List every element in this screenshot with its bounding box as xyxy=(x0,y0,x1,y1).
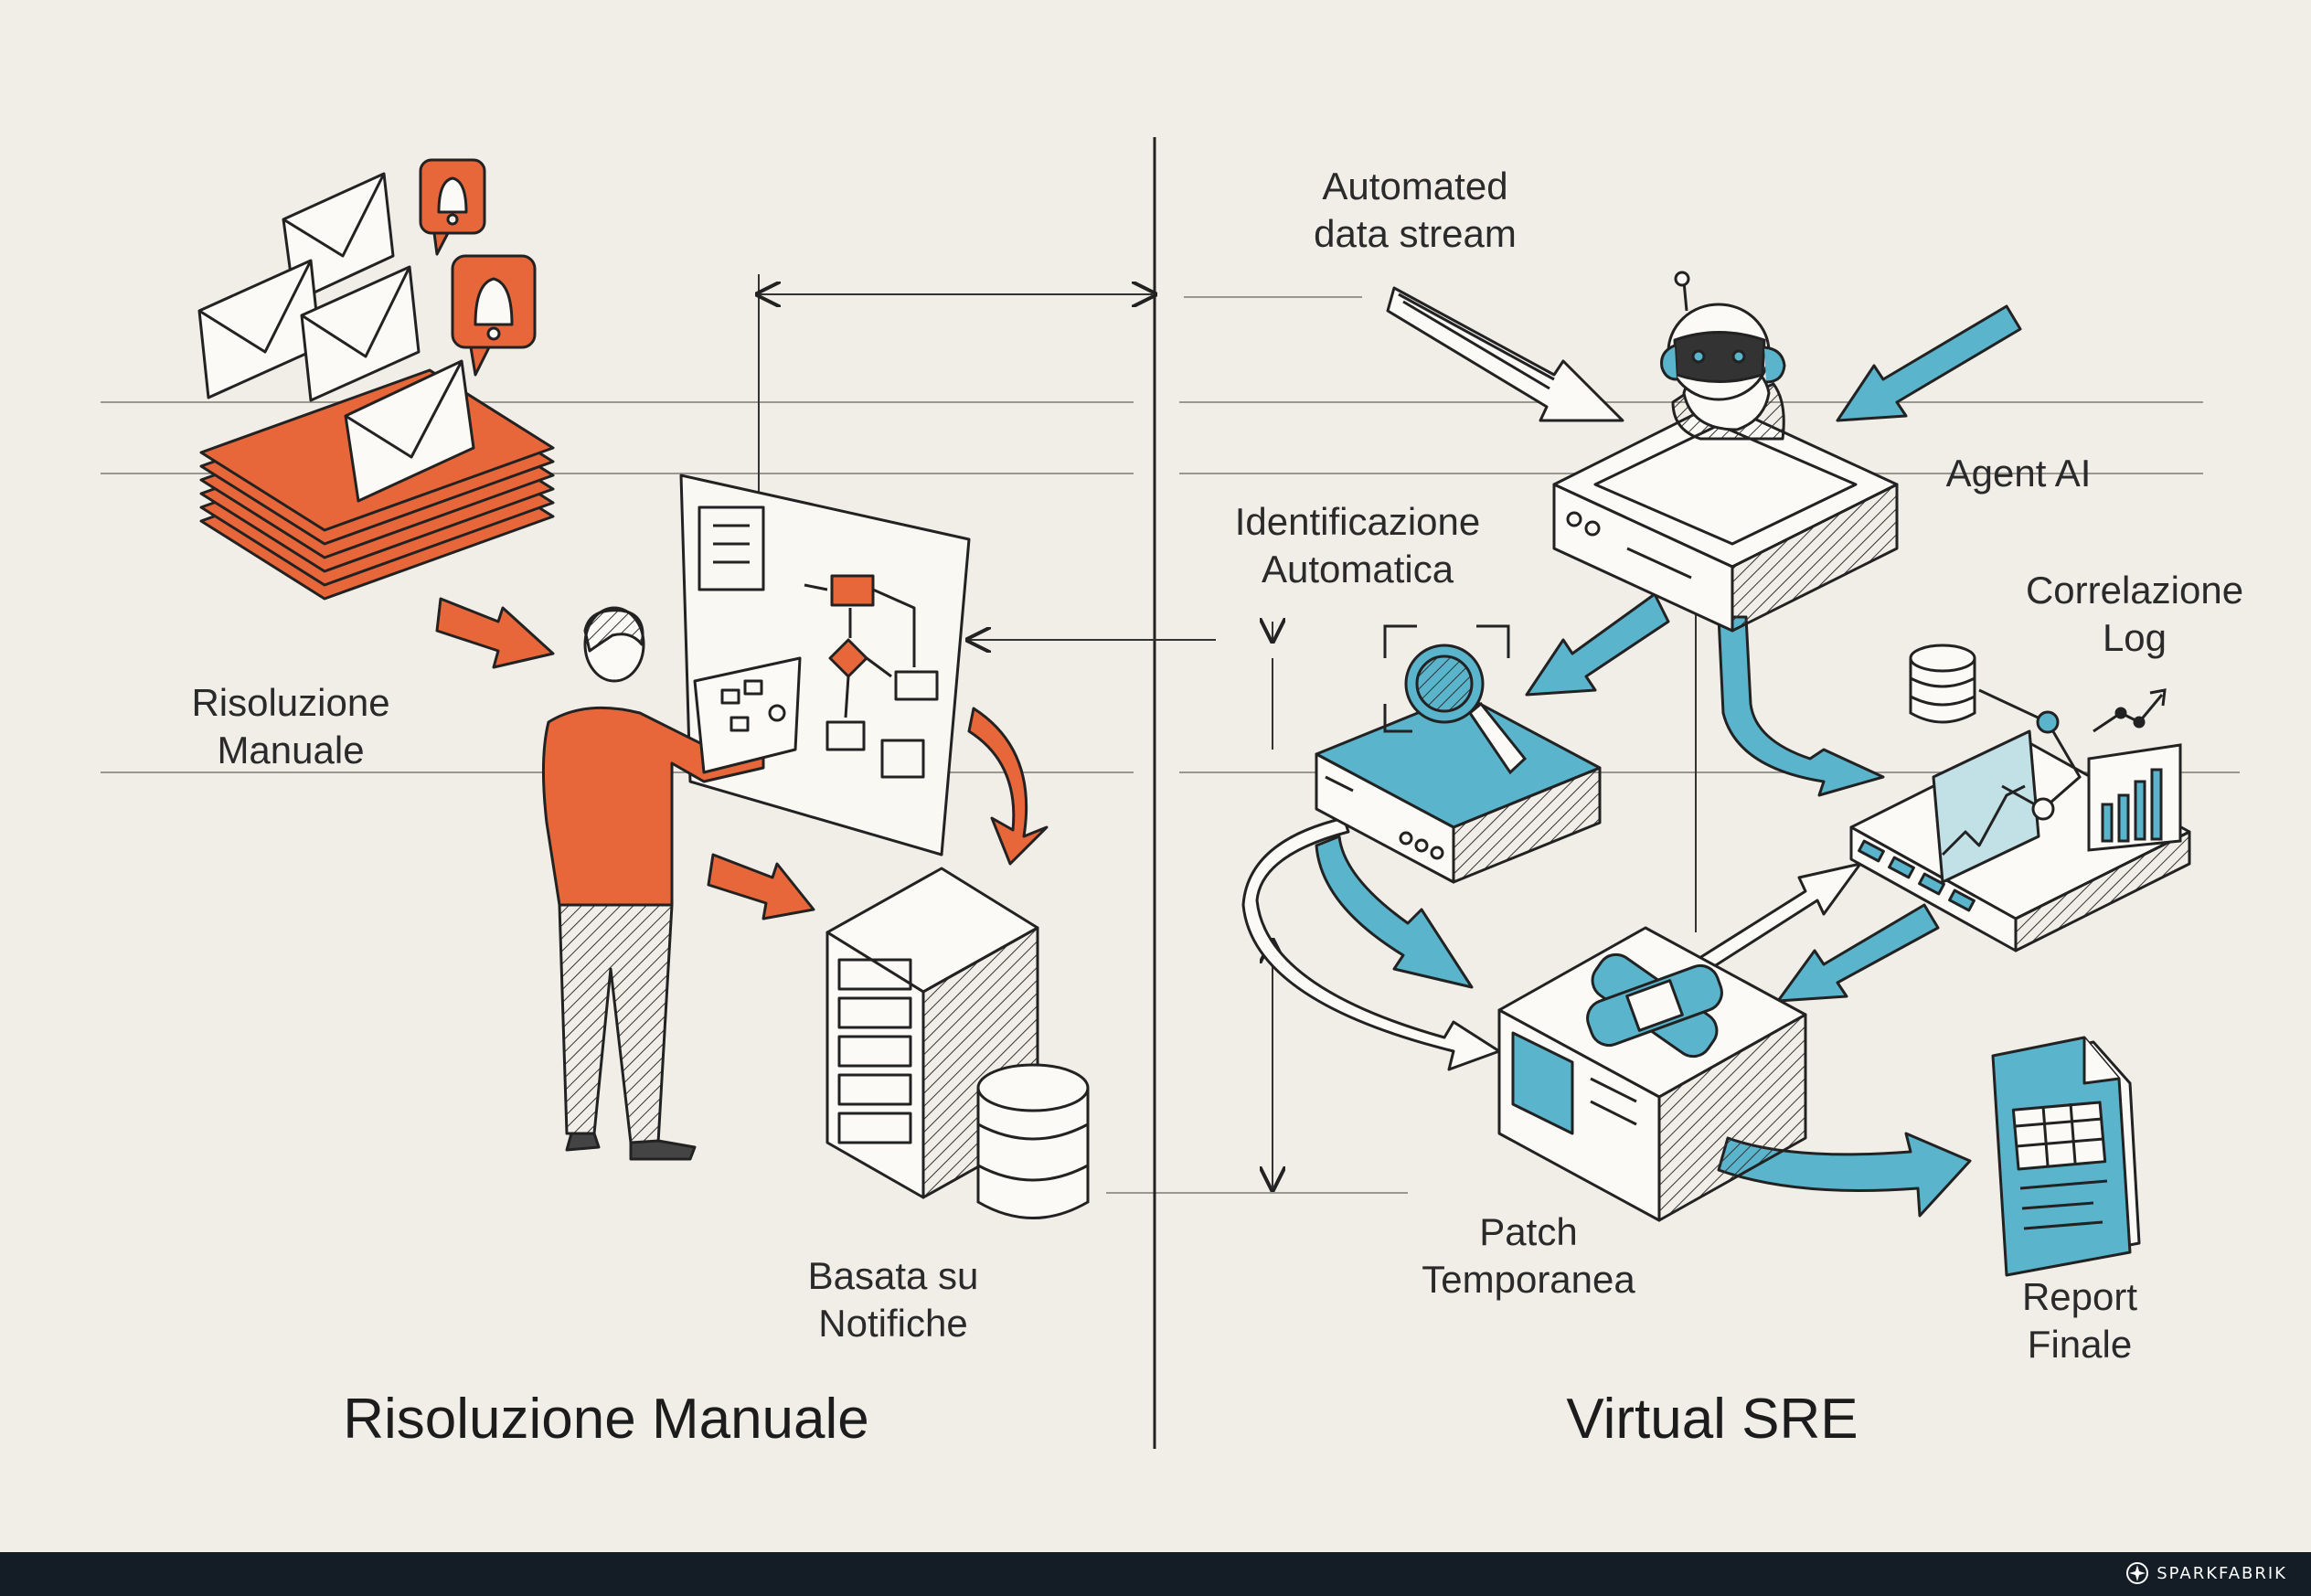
envelope-icon xyxy=(300,265,421,402)
arrow-orange xyxy=(435,597,815,920)
label-notifiche: Basata su Notifiche xyxy=(807,1254,979,1345)
envelope-icon xyxy=(344,359,475,503)
label-correlazione: Correlazione Log xyxy=(2025,569,2244,659)
whiteboard-icon xyxy=(679,473,971,857)
report-document-icon xyxy=(1991,1036,2141,1277)
label-patch: Patch Temporanea xyxy=(1422,1210,1635,1301)
sparkfabrik-logo-icon xyxy=(2126,1562,2149,1584)
correlation-box xyxy=(1849,729,2191,952)
brand: SPARKFABRIK xyxy=(2125,1561,2287,1585)
label-report: Report Finale xyxy=(2021,1275,2138,1366)
robot-icon xyxy=(1660,271,1786,441)
dimension-lines xyxy=(759,274,1697,1188)
label-identificazione: Identificazione Automatica xyxy=(1234,500,1481,591)
brand-name: SPARKFABRIK xyxy=(2157,1563,2287,1583)
identification-box xyxy=(1315,693,1602,884)
bell-icon xyxy=(419,158,486,256)
robot-platform xyxy=(1552,400,1899,633)
person-icon xyxy=(541,606,802,1161)
label-risoluzione-manuale: Risoluzione Manuale xyxy=(191,681,390,771)
patch-box xyxy=(1497,926,1807,1222)
title-right: Virtual SRE xyxy=(1566,1388,1858,1451)
chart-icon xyxy=(1978,688,2182,852)
title-left: Risoluzione Manuale xyxy=(343,1388,869,1451)
arrow-blue xyxy=(1315,304,2022,1003)
label-agent-ai: Agent AI xyxy=(1945,452,2092,495)
arrow-orange xyxy=(967,707,1049,866)
bell-icon xyxy=(451,254,537,377)
magnifier-icon xyxy=(1383,624,1528,775)
label-data-stream: Automated data stream xyxy=(1314,165,1517,255)
diagram-canvas xyxy=(101,137,2240,1449)
arrow-data-stream xyxy=(1386,286,1624,422)
bandage-icon xyxy=(1586,952,1723,1059)
footer-bar: SPARKFABRIK xyxy=(0,1552,2311,1596)
arrow-outline xyxy=(1241,816,1862,1071)
database-icon xyxy=(976,1063,1090,1219)
database-icon xyxy=(1909,644,1976,724)
